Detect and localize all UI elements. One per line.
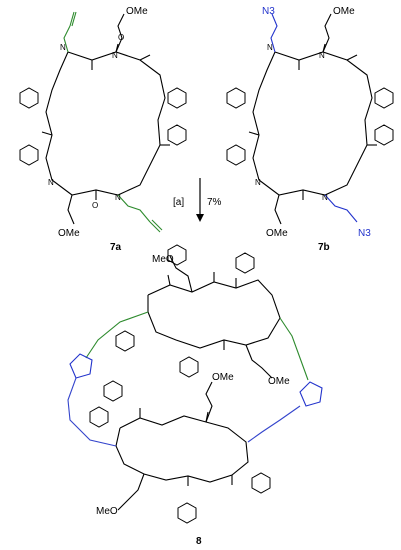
yield-label: 7%: [207, 197, 222, 208]
compound-8-upper-ring: [147, 255, 281, 379]
8-meo-label-bottom: MeO: [96, 506, 118, 517]
reagent-label: [a]: [173, 197, 184, 208]
7a-atom-n3: N: [48, 178, 54, 187]
7b-azide-label-top: N3: [262, 6, 275, 17]
compound-7b-label: 7b: [318, 242, 330, 253]
7b-atom-n2: N: [319, 51, 325, 60]
7b-atom-n3: N: [255, 178, 261, 187]
7b-atom-n1: N: [267, 43, 273, 52]
8-ome-label-lower: OMe: [212, 372, 234, 383]
compound-8-triazole-left: [67, 311, 149, 447]
compound-8-phenyls: [89, 244, 271, 524]
7a-atom-n1: N: [60, 43, 66, 52]
compound-7a-phenyls: [19, 87, 187, 166]
7a-ome-label: OMe: [126, 6, 148, 17]
compound-7b-phenyls: [226, 87, 394, 166]
8-meo-label-top: MeO: [152, 254, 174, 265]
7a-atom-o1: O: [118, 33, 124, 42]
7b-ome-label-bottom: OMe: [266, 228, 288, 239]
compound-8-triazole-right: [247, 317, 323, 443]
compound-7b-structure: [248, 13, 377, 225]
7a-atom-n4: N: [115, 193, 121, 202]
compound-7a-label: 7a: [110, 242, 122, 253]
8-ome-label-upper: OMe: [268, 376, 290, 387]
7a-atom-n2: N: [112, 51, 118, 60]
compound-8-lower-ring: [115, 381, 249, 511]
7b-ome-label: OMe: [333, 6, 355, 17]
7b-atom-n4: N: [322, 193, 328, 202]
compound-8-label: 8: [196, 536, 202, 547]
compound-7a-structure: [41, 11, 170, 233]
7a-atom-o2: O: [92, 201, 98, 210]
7a-ome-label-bottom: OMe: [58, 228, 80, 239]
7b-azide-label-bottom: N3: [358, 228, 371, 239]
